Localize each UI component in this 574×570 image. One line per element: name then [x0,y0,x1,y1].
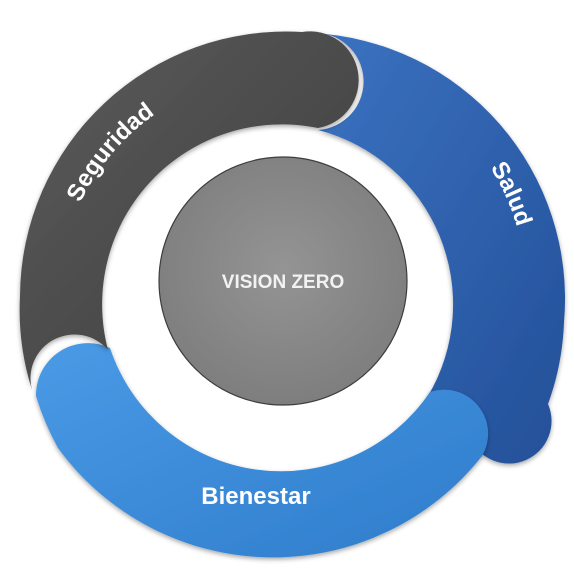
segment-seguridad [19,31,359,391]
segment-salud [312,32,566,464]
center-label: VISION ZERO [222,272,344,293]
label-bienestar: Bienestar [201,483,310,510]
center-circle [158,156,408,406]
segment-salud-shape [312,32,566,464]
segment-seguridad-shape [19,31,359,391]
segment-bienestar [35,343,489,558]
segment-bienestar-shape [35,343,489,558]
